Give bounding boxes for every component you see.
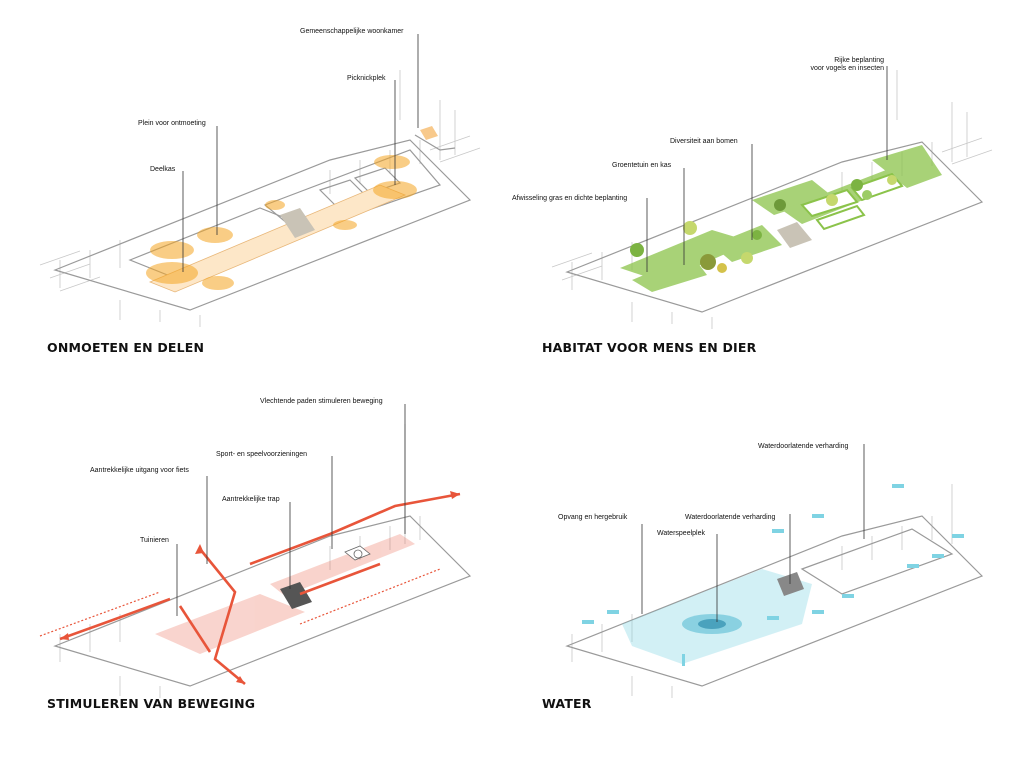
label-tuinieren: Tuinieren	[140, 537, 169, 544]
onmoeten-diagram	[39, 34, 481, 327]
label-sport: Sport- en speelvoorzieningen	[216, 451, 308, 458]
panel-title: HABITAT VOOR MENS EN DIER	[542, 340, 757, 355]
panel-title: WATER	[542, 696, 592, 711]
panel-beweging: Vlechtende paden stimuleren beweging Spo…	[0, 384, 512, 768]
label-bomen: Diversiteit aan bomen	[670, 138, 738, 145]
label-beplanting-line2: voor vogels en insecten	[810, 65, 884, 72]
water-diagram	[565, 444, 984, 698]
panel-water: Waterdoorlatende verharding Opvang en he…	[512, 384, 1024, 768]
label-afwisseling: Afwisseling gras en dichte beplanting	[512, 195, 628, 202]
label-deelkas: Deelkas	[150, 166, 176, 173]
panel-habitat: Rijke beplanting voor vogels en insecten…	[512, 0, 1024, 384]
habitat-diagram	[551, 66, 993, 329]
label-waterspeelplek: Waterspeelplek	[657, 530, 705, 537]
label-paden: Vlechtende paden stimuleren beweging	[260, 398, 383, 405]
panel-title: STIMULEREN VAN BEWEGING	[47, 696, 256, 711]
label-groentetuin: Groentetuin en kas	[612, 162, 672, 169]
label-beplanting: Rijke beplanting voor vogels en insecten	[810, 57, 884, 73]
label-picknick: Picknickplek	[347, 75, 386, 82]
label-plein: Plein voor ontmoeting	[138, 120, 206, 127]
panel-title: ONMOETEN EN DELEN	[47, 340, 205, 355]
label-trap: Aantrekkelijke trap	[222, 496, 280, 503]
label-verharding-top: Waterdoorlatende verharding	[758, 443, 849, 450]
beweging-diagram	[39, 404, 472, 698]
label-woonkamer: Gemeenschappelijke woonkamer	[300, 28, 404, 35]
label-verharding-mid: Waterdoorlatende verharding	[685, 514, 776, 521]
panel-onmoeten: Gemeenschappelijke woonkamer Picknickple…	[0, 0, 512, 384]
label-beplanting-line1: Rijke beplanting	[834, 57, 884, 64]
label-opvang: Opvang en hergebruik	[558, 514, 628, 521]
label-fiets: Aantrekkelijke uitgang voor fiets	[90, 467, 189, 474]
